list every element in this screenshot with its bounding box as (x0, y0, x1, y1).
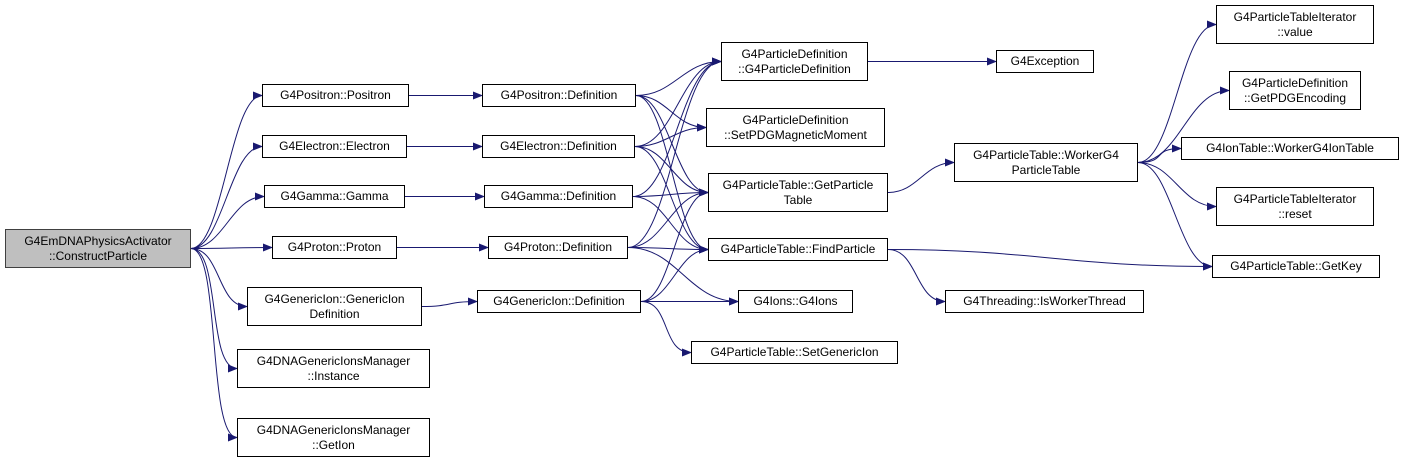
edge-posd-to-pdm (635, 95, 707, 132)
edge-ptw-to-ptiv (1137, 20, 1217, 163)
edge-prod-to-ptf (627, 245, 709, 254)
edge-posd-to-pdc (635, 57, 722, 96)
node-table-iterator-reset[interactable]: G4ParticleTableIterator ::reset (1216, 187, 1374, 226)
node-label-line1: G4GenericIon::Definition (493, 294, 625, 308)
node-get-pdg-encoding[interactable]: G4ParticleDefinition ::GetPDGEncoding (1229, 71, 1361, 110)
node-worker-particle-table[interactable]: G4ParticleTable::WorkerG4 ParticleTable (954, 143, 1138, 182)
node-genericion-definition[interactable]: G4GenericIon::GenericIon Definition (247, 287, 422, 326)
node-label-line1: G4IonTable::WorkerG4IonTable (1206, 141, 1374, 155)
edge-ptw-to-iontab (1137, 144, 1182, 163)
node-label-line2: Definition (309, 306, 360, 321)
edge-ptf-to-thr (887, 249, 946, 306)
node-label-line1: G4DNAGenericIonsManager (256, 353, 411, 368)
node-label-line1: G4Positron::Positron (280, 88, 391, 102)
node-positron-positron[interactable]: G4Positron::Positron (262, 84, 409, 107)
edge-ptw-to-pdgenc (1137, 86, 1230, 163)
edge-gend-to-ptg (640, 188, 709, 302)
node-label-line1: G4Electron::Definition (500, 139, 617, 153)
node-electron-electron[interactable]: G4Electron::Electron (262, 135, 407, 158)
edge-ptw-to-getkey (1137, 162, 1213, 271)
node-set-generic-ion[interactable]: G4ParticleTable::SetGenericIon (691, 341, 898, 364)
node-label-line1: G4ParticleDefinition (742, 112, 849, 127)
node-label-line1: G4Exception (1010, 54, 1080, 68)
node-label-line1: G4ParticleTable::GetParticle (722, 177, 874, 192)
node-genericion-definition-func[interactable]: G4GenericIon::Definition (477, 290, 641, 313)
node-get-key[interactable]: G4ParticleTable::GetKey (1212, 255, 1380, 278)
node-dna-generic-ions-getion[interactable]: G4DNAGenericIonsManager ::GetIon (237, 418, 430, 457)
edge-gen-to-gend (421, 297, 478, 307)
node-label-line1: G4Proton::Proton (287, 240, 382, 254)
node-label-line2: ::G4ParticleDefinition (738, 61, 851, 76)
node-label-line1: G4Electron::Electron (279, 139, 390, 153)
edge-root-to-ele (190, 142, 263, 249)
node-is-worker-thread[interactable]: G4Threading::IsWorkerThread (945, 290, 1144, 313)
edge-ptf-to-getkey (887, 249, 1213, 271)
node-label-line1: G4EmDNAPhysicsActivator (24, 233, 172, 248)
node-label-line2: ::Instance (307, 368, 360, 383)
edge-ptg-to-ptw (887, 158, 955, 193)
node-label-line1: G4ParticleDefinition (1241, 75, 1349, 90)
node-label-line2: ::SetPDGMagneticMoment (724, 127, 867, 142)
node-table-iterator-value[interactable]: G4ParticleTableIterator ::value (1216, 5, 1374, 44)
edge-gamd-to-pdc (632, 57, 722, 197)
edge-eled-to-ptg (634, 146, 709, 197)
node-label-line1: G4Proton::Definition (503, 240, 613, 254)
edge-root-to-dnag (190, 248, 238, 442)
node-g4exception[interactable]: G4Exception (996, 50, 1094, 73)
node-proton-definition[interactable]: G4Proton::Definition (488, 236, 628, 259)
edge-root-to-dnai (190, 248, 238, 373)
node-proton-proton[interactable]: G4Proton::Proton (272, 236, 397, 259)
node-label-line1: G4Threading::IsWorkerThread (963, 294, 1126, 308)
node-g4ions[interactable]: G4Ions::G4Ions (738, 290, 853, 313)
edge-gend-to-ptsg (640, 301, 692, 357)
edge-root-to-gen (190, 248, 248, 311)
node-particle-definition-ctor[interactable]: G4ParticleDefinition ::G4ParticleDefinit… (721, 42, 868, 81)
node-label-line1: G4Gamma::Definition (500, 189, 617, 203)
node-label-line1: G4DNAGenericIonsManager (256, 422, 411, 437)
edge-root-to-pos (190, 91, 263, 249)
node-label-line1: G4ParticleTable::FindParticle (720, 242, 876, 256)
node-electron-definition[interactable]: G4Electron::Definition (482, 135, 635, 158)
edge-gamd-to-ptf (632, 196, 709, 254)
node-label-line1: G4Positron::Definition (500, 88, 618, 102)
node-dna-generic-ions-instance[interactable]: G4DNAGenericIonsManager ::Instance (237, 349, 430, 388)
node-label-line1: G4ParticleTable::SetGenericIon (710, 345, 879, 359)
edge-prod-to-pdc (627, 57, 722, 248)
edge-gend-to-ptf (640, 245, 709, 302)
edge-posd-to-ptf (635, 95, 709, 254)
node-label-line2: ParticleTable (1011, 162, 1081, 177)
node-label-line1: G4ParticleTable::WorkerG4 (973, 147, 1119, 162)
node-label-line1: G4ParticleTableIterator (1233, 9, 1357, 24)
node-label-line1: G4ParticleTable::GetKey (1230, 259, 1362, 273)
edge-prod-to-ions (627, 247, 739, 306)
edge-root-to-pro (190, 243, 273, 252)
edge-eled-to-pdm (634, 123, 707, 147)
edge-prod-to-ptg (627, 188, 709, 248)
node-label-line2: ::GetPDGEncoding (1243, 90, 1347, 105)
node-label-line2: ::value (1277, 24, 1313, 39)
node-root-construct-particle[interactable]: G4EmDNAPhysicsActivator ::ConstructParti… (5, 229, 191, 268)
node-label-line2: ::ConstructParticle (48, 248, 148, 263)
node-label-line2: ::GetIon (312, 437, 355, 452)
node-positron-definition[interactable]: G4Positron::Definition (482, 84, 636, 107)
node-get-particle-table[interactable]: G4ParticleTable::GetParticle Table (708, 173, 888, 212)
node-label-line2: ::reset (1278, 206, 1312, 221)
node-gamma-definition[interactable]: G4Gamma::Definition (484, 185, 633, 208)
node-set-pdg-magnetic-moment[interactable]: G4ParticleDefinition ::SetPDGMagneticMom… (706, 108, 885, 147)
edge-ptw-to-ptir (1137, 162, 1217, 211)
node-label-line1: G4Ions::G4Ions (753, 294, 838, 308)
edge-root-to-gam (190, 192, 265, 249)
node-label-line1: G4Gamma::Gamma (280, 189, 389, 203)
node-find-particle[interactable]: G4ParticleTable::FindParticle (708, 238, 888, 261)
node-gamma-gamma[interactable]: G4Gamma::Gamma (264, 185, 405, 208)
edge-eled-to-ptf (634, 146, 709, 254)
node-label-line1: G4ParticleTableIterator (1233, 191, 1357, 206)
node-label-line1: G4ParticleDefinition (741, 46, 848, 61)
node-worker-ion-table[interactable]: G4IonTable::WorkerG4IonTable (1181, 137, 1399, 160)
node-label-line1: G4GenericIon::GenericIon (264, 291, 405, 306)
edge-eled-to-pdc (634, 57, 722, 147)
node-label-line2: Table (783, 192, 813, 207)
